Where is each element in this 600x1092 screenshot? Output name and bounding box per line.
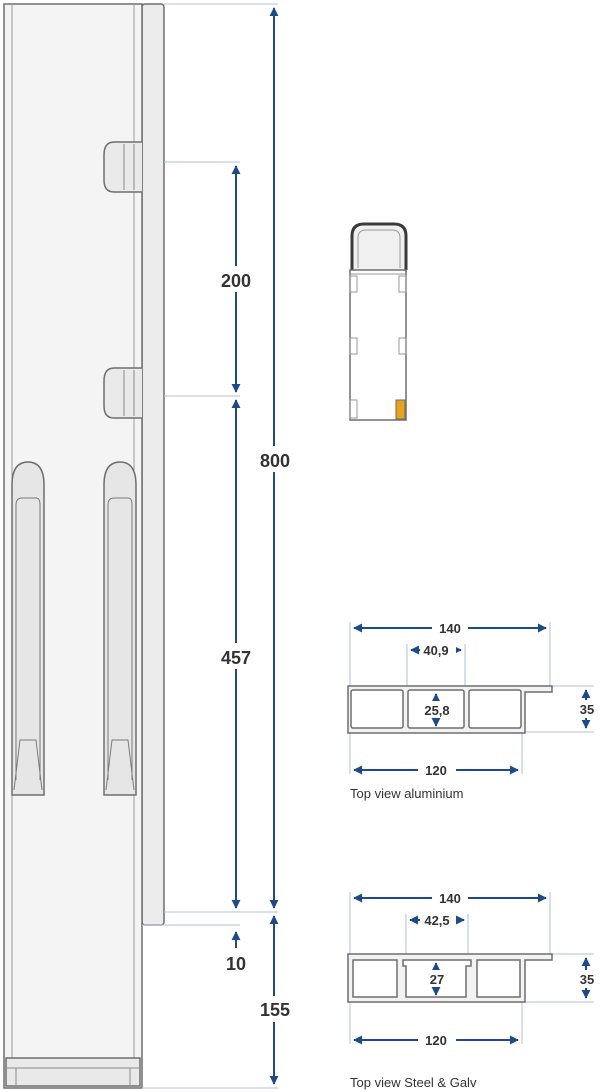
dim-800-label: 800: [260, 451, 290, 471]
steel-inner-height-label: 27: [430, 972, 444, 987]
dim-457-label: 457: [221, 648, 251, 668]
aluminium-caption: Top view aluminium: [350, 786, 463, 801]
lower-hinge: [103, 367, 142, 419]
right-handle-slot: [103, 461, 137, 796]
steel-profile: [347, 889, 598, 1049]
alu-inner-width-label: 40,9: [423, 643, 448, 658]
dim-155-label: 155: [260, 1000, 290, 1020]
aluminium-profile: [347, 619, 598, 779]
steel-inner-width-label: 42,5: [424, 913, 449, 928]
base-detail: [5, 1057, 141, 1087]
accent-marker: [395, 399, 406, 420]
steel-depth-label: 35: [580, 972, 594, 987]
elevation-guides: [142, 3, 278, 1089]
side-view: [349, 222, 408, 421]
alu-depth-label: 35: [580, 702, 594, 717]
dim-200-label: 200: [221, 271, 251, 291]
steel-width-140-label: 140: [439, 891, 461, 906]
left-handle-slot: [11, 461, 45, 796]
dim-10-label: 10: [226, 954, 246, 974]
alu-inner-height-label: 25,8: [424, 703, 449, 718]
alu-width-140-label: 140: [439, 621, 461, 636]
upper-hinge: [103, 141, 142, 193]
steel-body-width-label: 120: [425, 1033, 447, 1048]
steel-caption: Top view Steel & Galv: [350, 1075, 477, 1090]
elevation-dimension-arrows: [231, 7, 279, 1085]
front-elevation: [3, 3, 165, 1089]
side-strip: [141, 3, 165, 926]
alu-body-width-label: 120: [425, 763, 447, 778]
